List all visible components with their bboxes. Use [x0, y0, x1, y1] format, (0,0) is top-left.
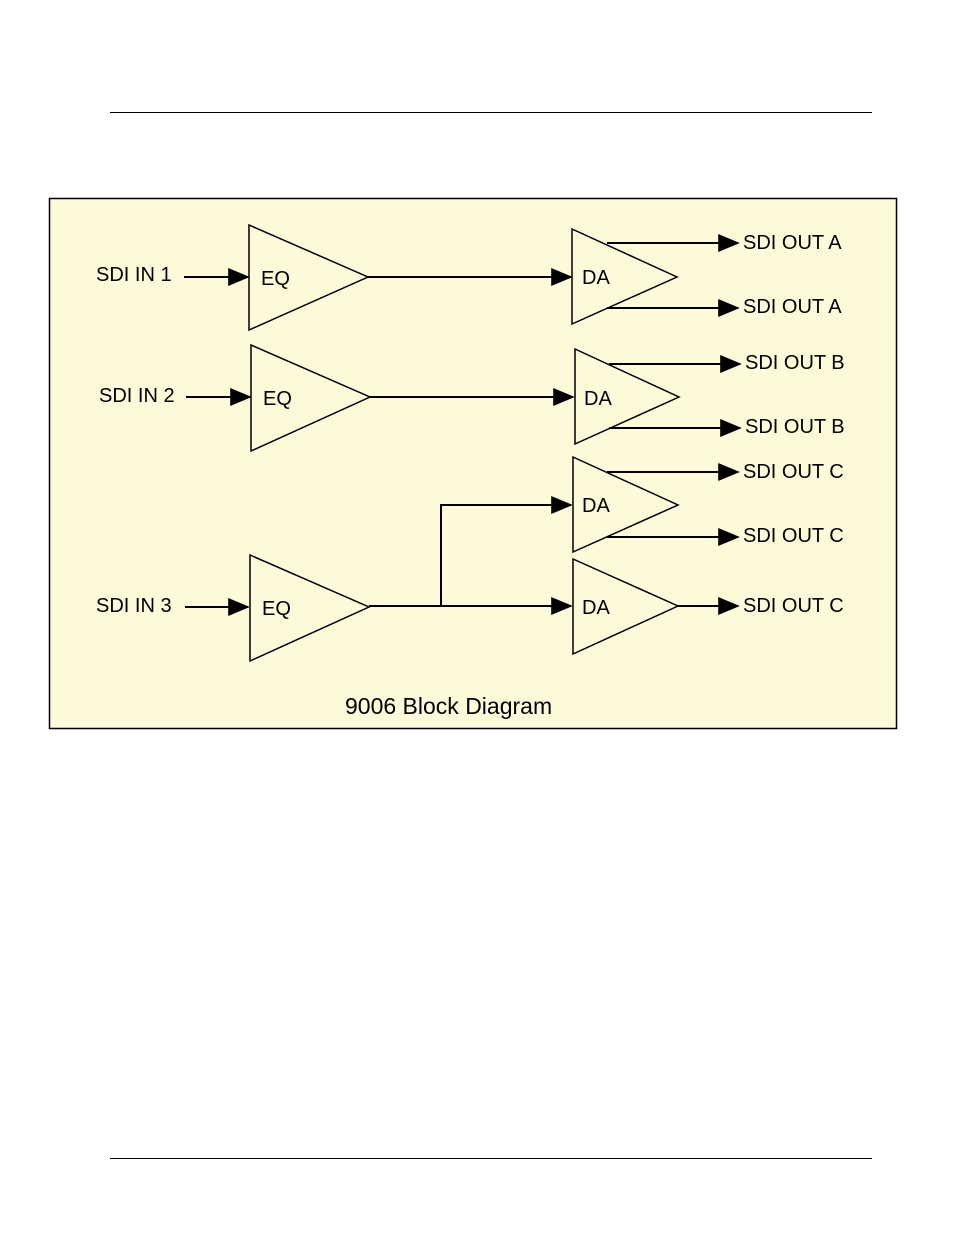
da-label-4: DA	[582, 597, 610, 619]
diagram-caption: 9006 Block Diagram	[345, 693, 552, 719]
output-label-a2: SDI OUT A	[743, 296, 842, 318]
da-label-2: DA	[584, 388, 612, 410]
output-label-c3: SDI OUT C	[743, 595, 844, 617]
input-label-2: SDI IN 2	[99, 385, 175, 407]
output-label-c2: SDI OUT C	[743, 525, 844, 547]
da-block-1	[571, 227, 679, 326]
footer-rule	[110, 1158, 872, 1159]
da-block-4	[572, 557, 680, 656]
eq-block-1	[248, 223, 370, 332]
eq-label-1: EQ	[261, 268, 290, 290]
da-label-1: DA	[582, 267, 610, 289]
output-label-b1: SDI OUT B	[745, 352, 845, 374]
da-block-3	[572, 455, 680, 554]
da-block-2	[574, 347, 681, 446]
eq-label-3: EQ	[262, 598, 291, 620]
eq-block-2	[250, 343, 372, 453]
input-label-3: SDI IN 3	[96, 595, 172, 617]
eq-block-3	[249, 553, 371, 663]
da-label-3: DA	[582, 495, 610, 517]
output-label-c1: SDI OUT C	[743, 461, 844, 483]
diagram-panel	[48, 197, 898, 730]
header-rule	[110, 112, 872, 113]
eq-label-2: EQ	[263, 388, 292, 410]
output-label-b2: SDI OUT B	[745, 416, 845, 438]
split-connector	[440, 496, 573, 606]
output-label-a1: SDI OUT A	[743, 232, 842, 254]
input-label-1: SDI IN 1	[96, 264, 172, 286]
